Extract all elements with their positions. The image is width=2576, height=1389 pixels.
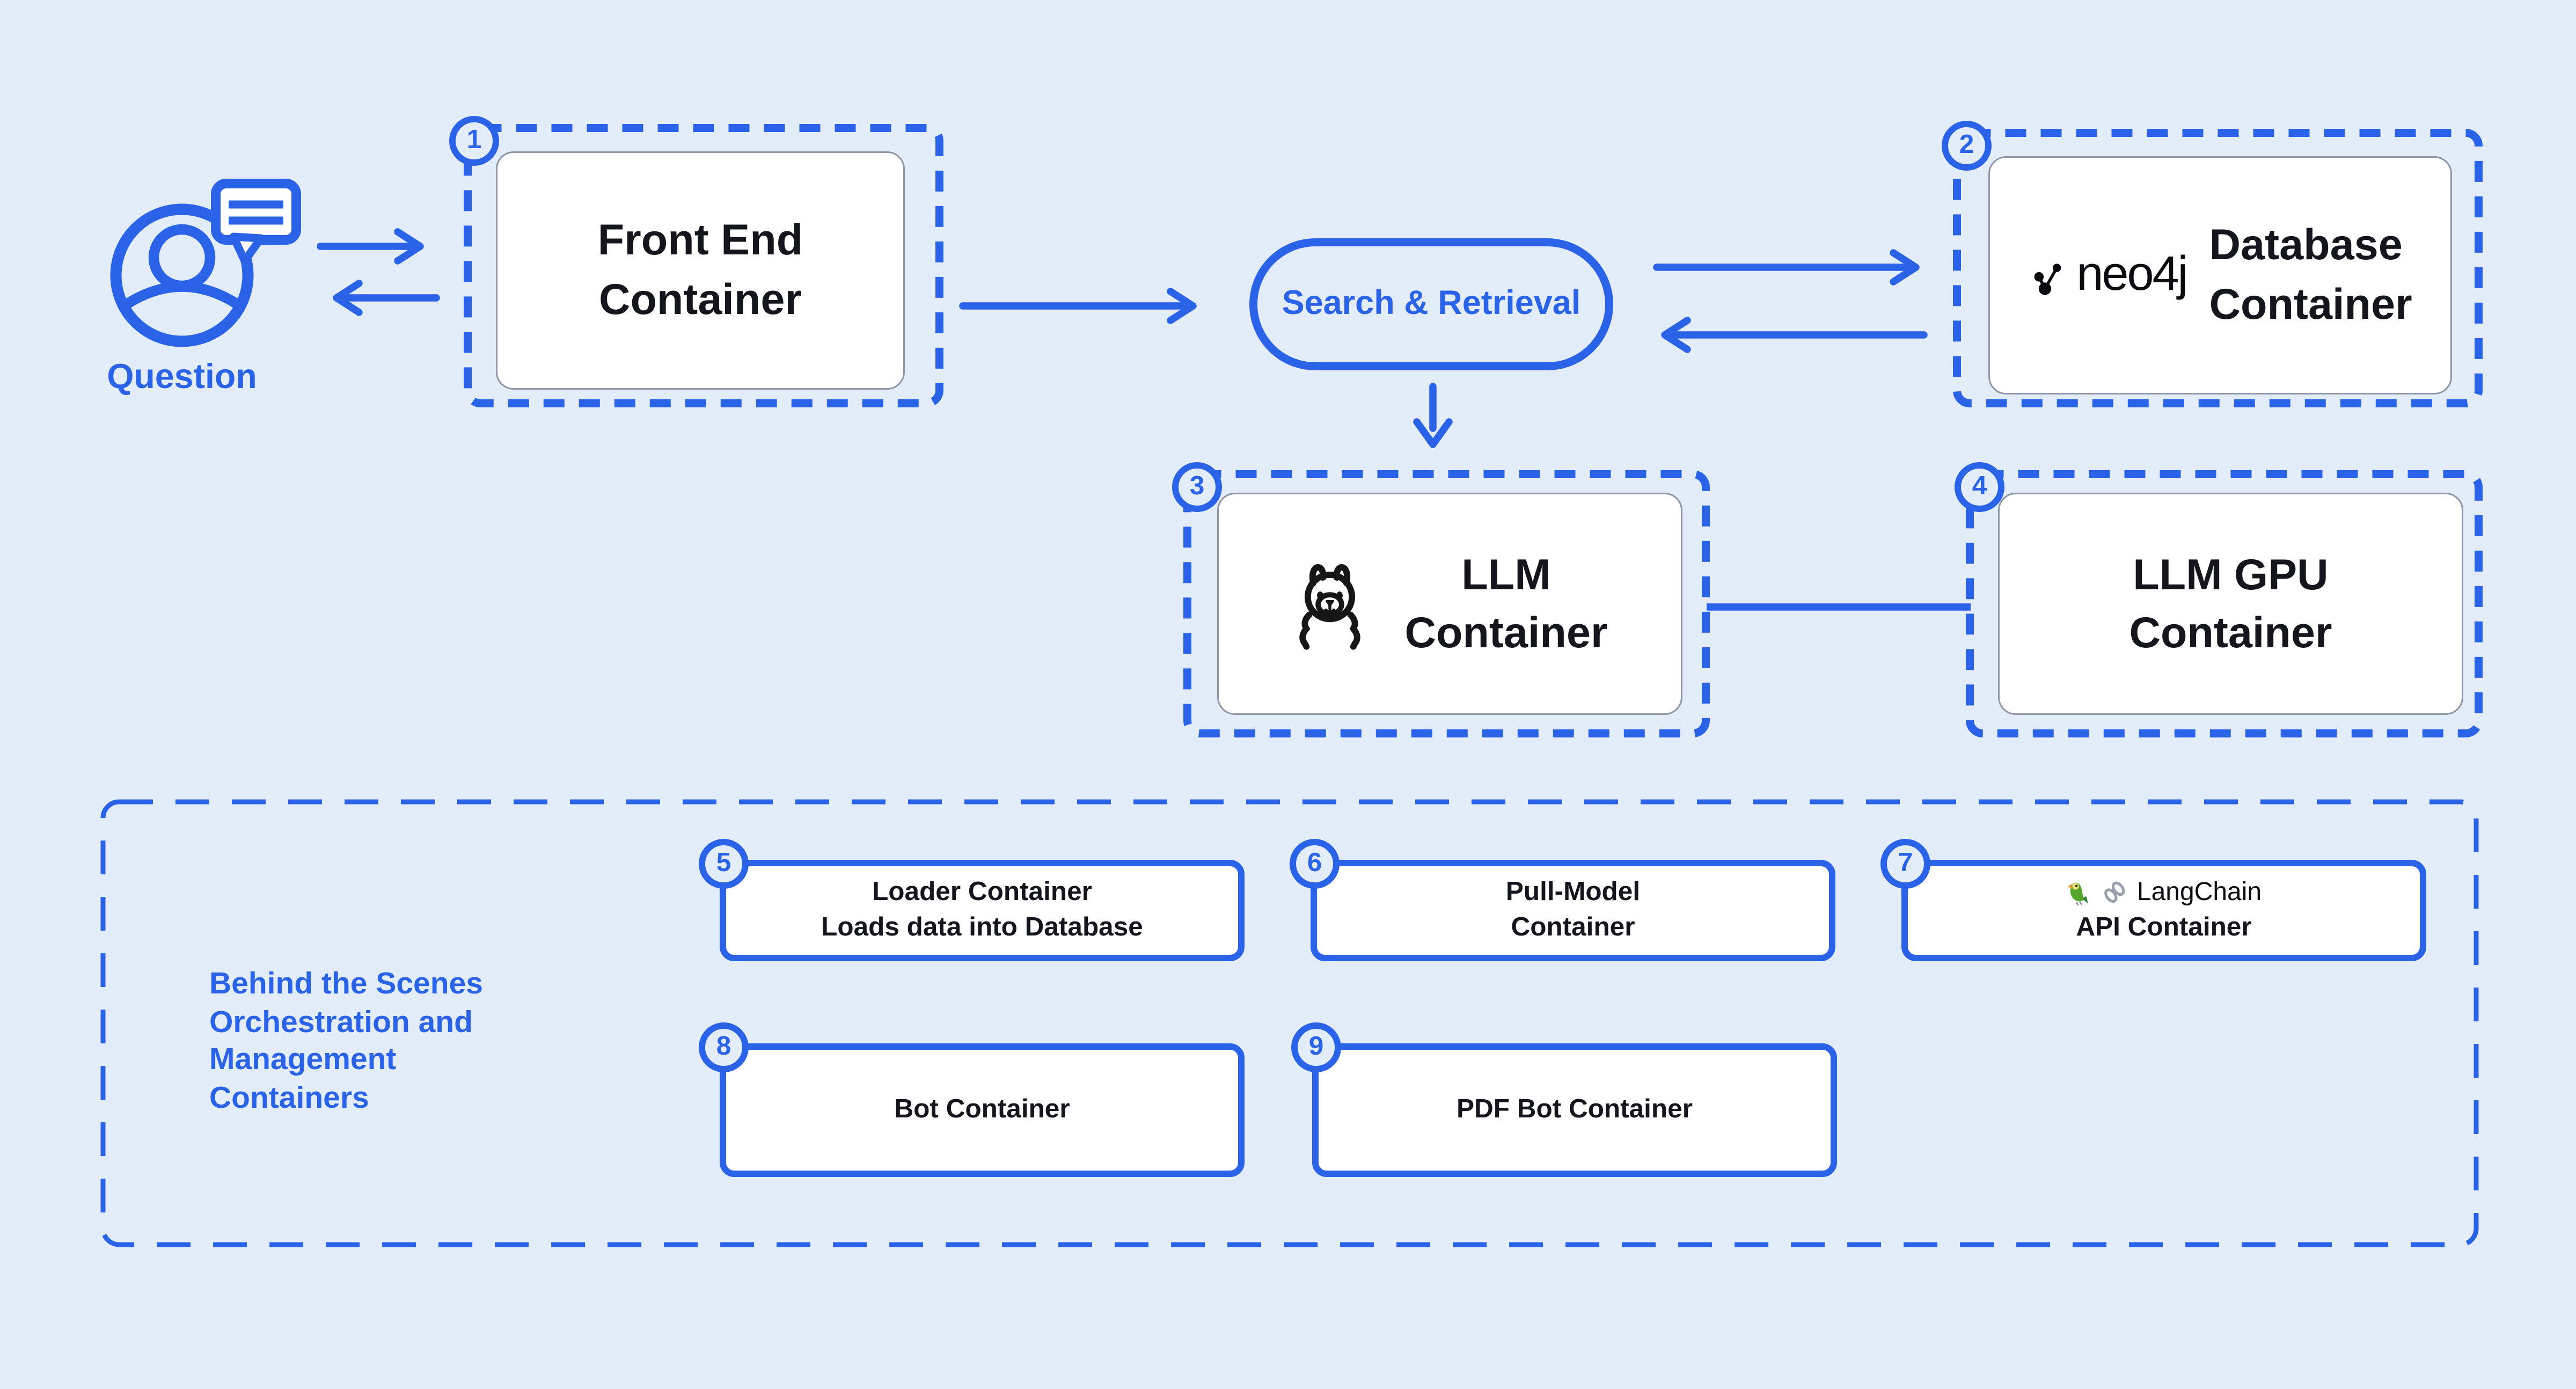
badge-3: 3 bbox=[1172, 462, 1222, 512]
right-arrow-icon bbox=[959, 288, 1197, 324]
llm-gpu-container: LLM GPU Container bbox=[1998, 493, 2463, 715]
badge-8: 8 bbox=[699, 1022, 749, 1072]
left-arrow-icon bbox=[333, 280, 440, 316]
connector-line bbox=[1707, 603, 1971, 611]
loader-title-line2: Loads data into Database bbox=[821, 912, 1143, 941]
pdf-bot-title: PDF Bot Container bbox=[1456, 1094, 1693, 1124]
front-end-title-line1: Front End bbox=[597, 216, 803, 264]
badge-7: 7 bbox=[1880, 839, 1930, 889]
badge-9: 9 bbox=[1291, 1022, 1341, 1072]
right-arrow-icon bbox=[317, 228, 424, 265]
bts-line3: Management bbox=[209, 1043, 397, 1077]
neo4j-graph-icon bbox=[2033, 264, 2061, 295]
database-title-line1: Database bbox=[2209, 221, 2403, 269]
badge-6: 6 bbox=[1290, 839, 1340, 889]
langchain-api-title: API Container bbox=[2076, 912, 2252, 941]
pull-model-title-line2: Container bbox=[1511, 912, 1635, 941]
database-title-line2: Container bbox=[2209, 280, 2412, 328]
badge-2: 2 bbox=[1942, 121, 1992, 171]
llm-gpu-dashed-border bbox=[1966, 470, 2483, 737]
bot-title: Bot Container bbox=[894, 1094, 1070, 1124]
left-arrow-icon bbox=[1661, 317, 1928, 353]
search-retrieval-pill: Search & Retrieval bbox=[1249, 238, 1613, 370]
llm-dashed-border bbox=[1183, 470, 1710, 737]
badge-5: 5 bbox=[699, 839, 749, 889]
neo4j-logo-text: neo4j bbox=[2076, 248, 2188, 301]
person-icon bbox=[110, 179, 301, 347]
loader-title-line1: Loader Container bbox=[872, 878, 1092, 906]
badge-4: 4 bbox=[1955, 462, 2004, 512]
behind-the-scenes-dashed-border bbox=[100, 799, 2479, 1247]
llm-title-line1: LLM bbox=[1461, 551, 1551, 599]
front-end-dashed-border bbox=[464, 124, 943, 407]
llm-gpu-title-line2: Container bbox=[2129, 609, 2332, 657]
bot-container: Bot Container bbox=[720, 1043, 1245, 1177]
langchain-logo-text: LangChain bbox=[2136, 879, 2262, 906]
loader-container: Loader Container Loads data into Databas… bbox=[720, 860, 1245, 961]
front-end-title-line2: Container bbox=[598, 275, 802, 324]
llm-title-line2: Container bbox=[1404, 609, 1608, 657]
badge-1: 1 bbox=[449, 116, 499, 166]
bts-line1: Behind the Scenes bbox=[209, 968, 483, 1001]
behind-the-scenes-label: Behind the Scenes Orchestration and Mana… bbox=[209, 966, 612, 1117]
database-container: neo4j Database Container bbox=[1988, 156, 2452, 394]
pull-model-container: Pull-Model Container bbox=[1311, 860, 1835, 961]
question-label: Question bbox=[107, 357, 257, 396]
right-arrow-icon bbox=[1653, 249, 1920, 286]
chain-link-icon bbox=[2105, 882, 2126, 903]
bts-line4: Containers bbox=[209, 1081, 369, 1115]
llm-gpu-title-line1: LLM GPU bbox=[2133, 551, 2329, 599]
database-dashed-border bbox=[1953, 129, 2483, 407]
langchain-api-container: LangChain API Container bbox=[1901, 860, 2426, 961]
llama-icon bbox=[1300, 564, 1362, 650]
neo4j-logo: neo4j bbox=[2028, 248, 2189, 303]
pull-model-title-line1: Pull-Model bbox=[1505, 878, 1641, 906]
speech-bubble-icon bbox=[211, 179, 301, 265]
langchain-logo: LangChain bbox=[2066, 876, 2262, 911]
llm-container: LLM Container bbox=[1217, 493, 1682, 715]
bts-line2: Orchestration and bbox=[209, 1005, 473, 1040]
down-arrow-icon bbox=[1413, 383, 1453, 448]
right-left-arrows bbox=[317, 228, 440, 316]
parrot-icon bbox=[2068, 883, 2089, 906]
pdf-bot-container: PDF Bot Container bbox=[1312, 1043, 1837, 1177]
front-end-container: Front End Container bbox=[496, 151, 905, 390]
